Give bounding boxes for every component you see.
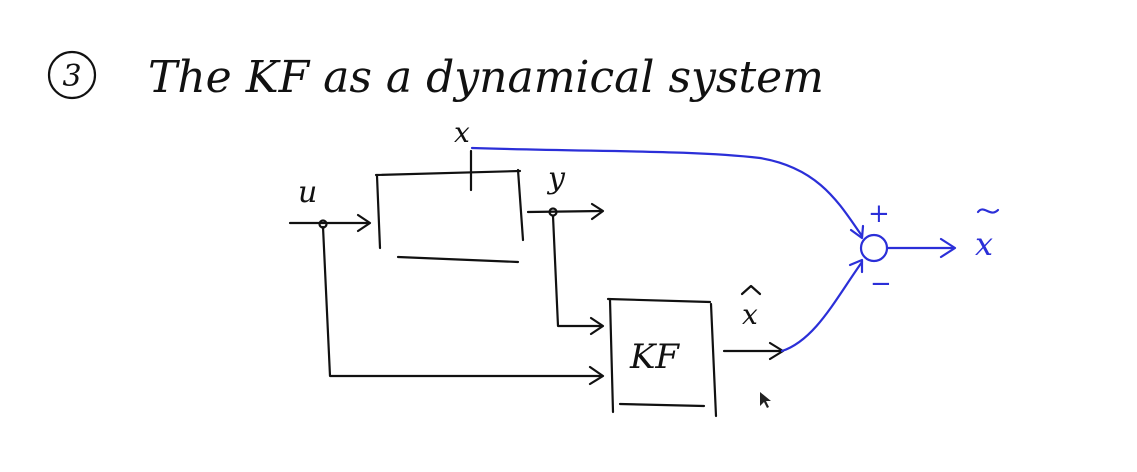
input-label: u (298, 175, 317, 210)
summing-junction (859, 233, 889, 263)
kf-label: KF (629, 337, 680, 377)
heading-number-circle (47, 50, 97, 100)
input-signal: u (288, 175, 605, 386)
minus-sign: − (870, 269, 892, 299)
error-computation: + − x (470, 146, 1000, 353)
estimate-label: x (742, 298, 758, 331)
output-signal: y (526, 161, 605, 336)
system-block (374, 168, 525, 264)
heading-number: 3 (62, 59, 81, 94)
output-label: y (546, 161, 566, 196)
plus-sign: + (868, 199, 890, 229)
estimate-signal: x (722, 284, 785, 361)
state-label: x (454, 116, 470, 149)
heading-title: The KF as a dynamical system (148, 52, 824, 103)
state-tap: x (454, 116, 473, 192)
error-label: x (975, 225, 993, 263)
mouse-cursor-icon (760, 392, 771, 408)
heading: 3 The KF as a dynamical system (47, 50, 824, 103)
kf-block: KF (606, 297, 718, 418)
